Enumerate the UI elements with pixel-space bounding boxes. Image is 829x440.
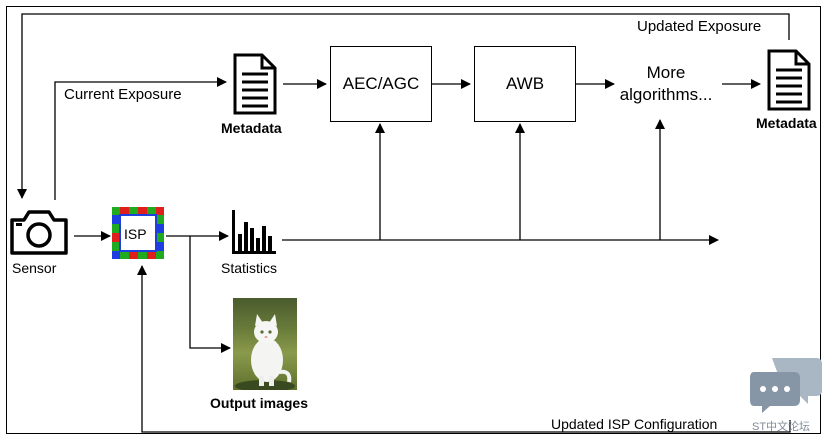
watermark-text: ST中文论坛 (752, 421, 811, 433)
watermark-chat-icon (750, 358, 822, 413)
more-algorithms-line2: algorithms... (619, 85, 713, 104)
cat-photo (233, 298, 297, 390)
metadata-left-label: Metadata (221, 120, 282, 136)
aec-agc-box: AEC/AGC (330, 46, 432, 122)
isp-label: ISP (124, 226, 147, 242)
awb-label: AWB (505, 74, 545, 93)
more-algorithms-line1: More (646, 63, 686, 82)
awb-box: AWB (474, 46, 576, 122)
histogram-icon (232, 210, 276, 254)
aec-agc-label: AEC/AGC (342, 74, 420, 93)
current-exposure-line (54, 77, 227, 200)
updated-isp-config-line (137, 265, 791, 433)
document-icon-right (767, 49, 811, 111)
camera-icon (10, 210, 68, 255)
isp-to-output-line (189, 236, 231, 353)
updated-isp-config-label: Updated ISP Configuration (551, 416, 718, 432)
bayer-grid-icon (112, 207, 164, 259)
statistics-label: Statistics (221, 260, 278, 276)
output-images-label: Output images (210, 395, 309, 411)
diagram-frame (6, 6, 821, 434)
updated-exposure-label: Updated Exposure (637, 18, 762, 35)
sensor-label: Sensor (12, 260, 57, 276)
document-icon (233, 53, 277, 115)
current-exposure-label: Current Exposure (64, 86, 182, 103)
more-algorithms-label: More algorithms... (614, 62, 718, 106)
updated-exposure-line (17, 13, 790, 199)
metadata-right-label: Metadata (756, 115, 817, 131)
